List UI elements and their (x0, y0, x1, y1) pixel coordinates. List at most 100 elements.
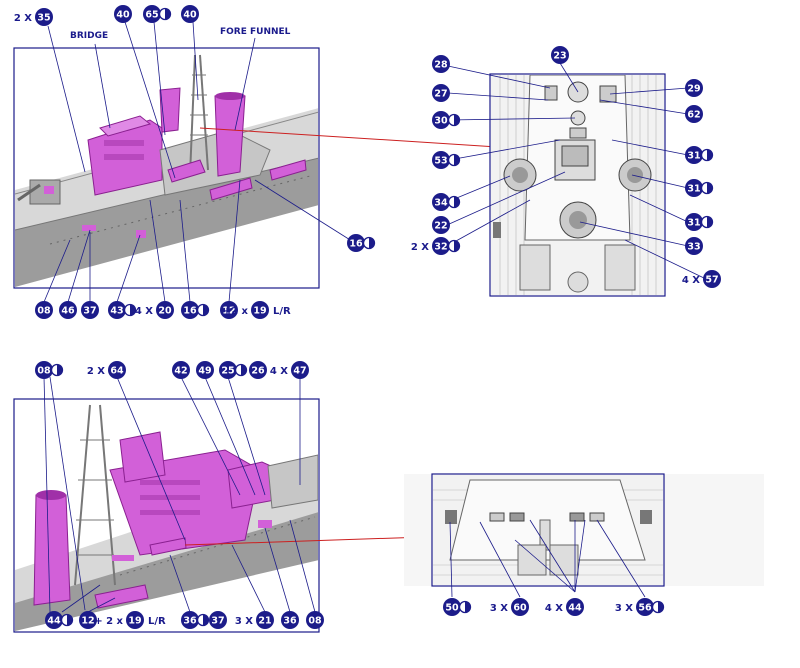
callout-badge (685, 179, 703, 197)
callout-number: 28 (434, 60, 448, 71)
callout-badge (35, 361, 53, 379)
callout-badge (443, 598, 461, 616)
fore-funnel-label: FORE FUNNEL (220, 27, 291, 37)
callout-23: 23 (551, 46, 569, 64)
callout-number: 16 (349, 239, 363, 250)
half-circle-icon-fill (465, 601, 471, 613)
callout-40: 40 (181, 5, 199, 23)
callout-29: 29 (685, 79, 703, 97)
callout-number: 23 (553, 51, 566, 62)
callout-badge (249, 361, 267, 379)
callout-number: 27 (434, 89, 447, 100)
callout-badge (685, 79, 703, 97)
callout-44: 4 X 44 (545, 598, 584, 616)
top-ship-view (13, 47, 558, 289)
callout-number: 30 (434, 116, 448, 127)
callout-number: 35 (37, 13, 50, 24)
half-circle-icon-fill (707, 216, 713, 228)
callout-31: 31 (685, 179, 714, 197)
callout-prefix: 2 X (14, 13, 32, 24)
callout-badge (432, 193, 450, 211)
callout-number: 33 (687, 242, 700, 253)
callout-badge (209, 611, 227, 629)
callout-badge (347, 234, 365, 252)
callout-16: 16 (347, 234, 376, 252)
callout-08: 08 (35, 301, 53, 319)
callout-12: 12 (79, 611, 97, 629)
callout-badge (256, 611, 274, 629)
callout-badge (35, 8, 53, 26)
bridge-label: BRIDGE (70, 31, 108, 41)
callout-badge (219, 361, 237, 379)
callout-badge (432, 111, 450, 129)
callout-62: 62 (685, 105, 703, 123)
callout-22: 22 (432, 216, 450, 234)
callout-badge (126, 611, 144, 629)
callout-number: 47 (293, 366, 306, 377)
callout-number: 60 (513, 603, 527, 614)
half-circle-icon-fill (165, 8, 171, 20)
callout-badge (685, 213, 703, 231)
half-circle-icon-fill (203, 614, 209, 626)
callout-49: 49 (196, 361, 214, 379)
callout-badge (196, 361, 214, 379)
callout-badge (181, 5, 199, 23)
callout-number: 37 (211, 616, 224, 627)
callout-43: 43 (108, 301, 137, 319)
callout-number: 57 (705, 275, 718, 286)
callout-30: 30 (432, 111, 461, 129)
callout-number: 49 (198, 366, 211, 377)
callout-number: 12 (81, 616, 94, 627)
callout-number: 53 (434, 156, 447, 167)
callout-number: 36 (183, 616, 197, 627)
callout-prefix: 2 X (87, 366, 105, 377)
callout-27: 27 (432, 84, 450, 102)
callout-53: 53 (432, 151, 461, 169)
callout-number: 50 (445, 603, 459, 614)
callout-number: 16 (183, 306, 197, 317)
half-circle-icon-fill (369, 237, 375, 249)
callout-37: 37 (81, 301, 99, 319)
callout-badge (291, 361, 309, 379)
half-circle-icon-fill (454, 114, 460, 126)
callout-number: 21 (258, 616, 271, 627)
half-circle-icon-fill (454, 240, 460, 252)
callout-prefix: 3 X (490, 603, 508, 614)
callout-prefix: 4 X (545, 603, 563, 614)
callout-number: 31 (687, 218, 700, 229)
callout-number: 34 (434, 198, 448, 209)
callout-badge (108, 301, 126, 319)
callout-33: 33 (685, 237, 703, 255)
callout-34: 34 (432, 193, 461, 211)
callout-number: 19 (128, 616, 141, 627)
callout-08: 08 (35, 361, 64, 379)
callout-12: 12 (220, 301, 238, 319)
callout-number: 32 (434, 242, 447, 253)
callout-number: 44 (47, 616, 61, 627)
callout-number: 44 (568, 603, 582, 614)
callout-number: 42 (174, 366, 187, 377)
half-circle-icon-fill (241, 364, 247, 376)
callout-number: 36 (283, 616, 297, 627)
callout-50: 50 (443, 598, 472, 616)
half-circle-icon-fill (454, 154, 460, 166)
callout-number: 26 (251, 366, 265, 377)
callout-number: 25 (221, 366, 234, 377)
callout-60: 3 X 60 (490, 598, 529, 616)
callout-badge (172, 361, 190, 379)
callout-badge (511, 598, 529, 616)
callout-badge (281, 611, 299, 629)
callout-badge (685, 146, 703, 164)
callout-44: 44 (45, 611, 74, 629)
callout-prefix: 4 X (135, 306, 153, 317)
callout-suffix: L/R (148, 616, 166, 627)
callout-number: 20 (158, 306, 172, 317)
bottom-ship-view (13, 398, 468, 633)
